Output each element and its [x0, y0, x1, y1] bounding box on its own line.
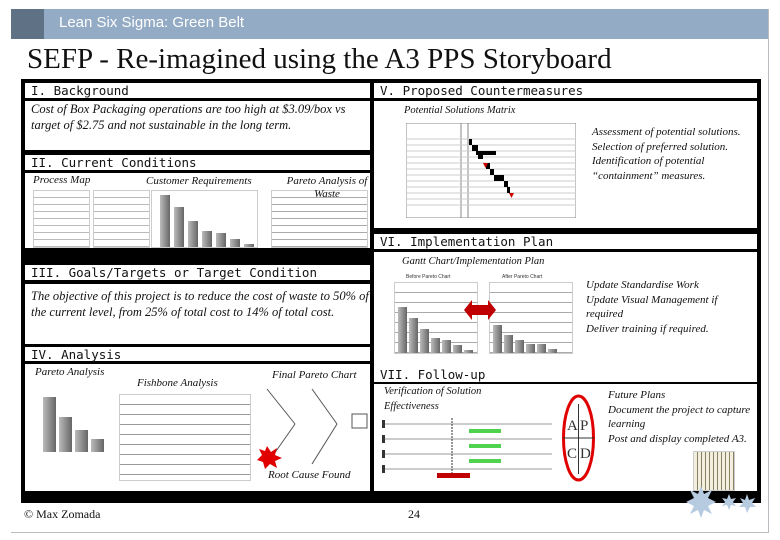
followup-items: Future Plans Document the project to cap… — [608, 388, 757, 446]
solutions-matrix-label: Potential Solutions Matrix — [404, 105, 516, 116]
chart-bar — [548, 349, 557, 353]
goals-text: The objective of this project is to redu… — [31, 289, 369, 319]
chart-bar — [43, 397, 56, 452]
followup-item: Future Plans — [608, 389, 666, 401]
section-header-analysis: IV. Analysis — [25, 347, 370, 362]
implementation-item: Update Standardise Work — [586, 279, 699, 291]
process-map-thumbnail-2 — [93, 190, 150, 248]
process-map-label: Process Map — [33, 174, 91, 186]
chart-bar — [431, 338, 440, 353]
pdca-cycle-icon: A P C D — [562, 394, 595, 482]
chart-bar — [216, 233, 226, 247]
chart-bar — [230, 239, 240, 247]
pareto-waste-label: Pareto Analysis of Waste — [286, 175, 368, 200]
chart-bar — [442, 340, 451, 353]
chart-bar — [160, 195, 170, 247]
chart-bar — [464, 350, 473, 353]
section-header-background: I. Background — [25, 83, 370, 98]
double-arrow-icon — [464, 300, 496, 320]
background-text: Cost of Box Packaging operations are too… — [31, 102, 346, 132]
chart-bar — [409, 318, 418, 353]
chart-bar — [398, 307, 407, 353]
milestone-icon — [483, 163, 488, 168]
page-number: 24 — [408, 507, 420, 521]
pareto-analysis-chart — [33, 382, 113, 452]
svg-text:D: D — [580, 446, 591, 462]
chart-bar — [515, 340, 524, 353]
section-header-current-conditions: II. Current Conditions — [25, 155, 370, 170]
before-pareto-chart — [394, 282, 478, 354]
banner-text: Lean Six Sigma: Green Belt — [59, 14, 245, 31]
milestone-icon — [509, 193, 514, 198]
section-header-goals: III. Goals/Targets or Target Condition — [25, 265, 370, 280]
implementation-item: Update Visual Management if required — [586, 293, 718, 321]
after-chart-label: After Pareto Chart — [502, 274, 543, 280]
customer-requirements-label: Customer Requirements — [146, 175, 252, 187]
gantt-label: Gantt Chart/Implementation Plan — [402, 256, 545, 267]
chart-bar — [526, 344, 535, 353]
fishbone-table-thumbnail — [119, 394, 251, 481]
root-cause-label: Root Cause Found — [268, 469, 351, 481]
banner-accent-block — [11, 9, 44, 39]
process-map-thumbnail-1 — [33, 190, 90, 248]
section-header-countermeasures: V. Proposed Countermeasures — [374, 83, 757, 98]
before-chart-label: Before Pareto Chart — [406, 274, 451, 280]
background-pane: Cost of Box Packaging operations are too… — [25, 101, 370, 150]
verification-chart — [382, 418, 552, 478]
final-pareto-label: Final Pareto Chart — [272, 369, 357, 381]
svg-text:C: C — [567, 446, 577, 462]
chart-bar — [188, 221, 198, 247]
followup-pane: Verification of Solution Effectiveness A… — [374, 384, 757, 491]
starburst-icon — [257, 446, 282, 469]
pareto-waste-table-thumbnail — [271, 190, 368, 248]
chart-bar — [91, 439, 104, 452]
a3-display-thumbnail — [693, 451, 735, 491]
countermeasures-text: Assessment of potential solutions. Selec… — [592, 126, 741, 182]
fishbone-diagram — [257, 388, 368, 469]
verification-label: Verification of Solution Effectiveness — [384, 386, 482, 412]
page-title: SEFP - Re-imagined using the A3 PPS Stor… — [27, 43, 612, 75]
analysis-pane: Pareto Analysis Fishbone Analysis Final … — [25, 364, 370, 491]
current-conditions-pane: Process Map Customer Requirements Pareto… — [25, 173, 370, 248]
chart-bar — [537, 344, 546, 353]
svg-text:A: A — [567, 418, 578, 434]
chart-bar — [453, 345, 462, 353]
implementation-item: Deliver training if required. — [586, 322, 709, 335]
implementation-items: Update Standardise Work Update Visual Ma… — [586, 278, 756, 336]
customer-requirements-chart — [151, 190, 258, 248]
chart-bar — [174, 207, 184, 247]
pareto-analysis-label: Pareto Analysis — [35, 366, 105, 378]
after-pareto-chart — [489, 282, 573, 354]
section-header-followup: VII. Follow-up — [374, 367, 757, 382]
followup-item: Post and display completed A3. — [608, 432, 747, 445]
countermeasures-pane: Potential Solutions Matrix Assessment of… — [374, 101, 757, 228]
implementation-pane: Gantt Chart/Implementation Plan Before P… — [374, 252, 757, 367]
chart-bar — [493, 325, 502, 353]
chart-bar — [59, 417, 72, 452]
chart-bar — [244, 244, 254, 247]
chart-bar — [420, 329, 429, 353]
copyright: © Max Zomada — [24, 507, 101, 521]
chart-bar — [202, 231, 212, 247]
banner: Lean Six Sigma: Green Belt — [11, 9, 768, 39]
fishbone-analysis-label: Fishbone Analysis — [137, 377, 218, 389]
solutions-matrix-gantt — [406, 123, 576, 218]
chart-bar — [504, 335, 513, 353]
section-header-implementation: VI. Implementation Plan — [374, 234, 757, 249]
stars-decoration-icon — [686, 486, 756, 518]
goals-pane: The objective of this project is to redu… — [25, 284, 370, 344]
chart-bar — [75, 430, 88, 452]
a3-storyboard: I. Background Cost of Box Packaging oper… — [21, 79, 761, 503]
followup-item: Document the project to capture learning — [608, 403, 751, 431]
svg-text:P: P — [580, 418, 588, 434]
